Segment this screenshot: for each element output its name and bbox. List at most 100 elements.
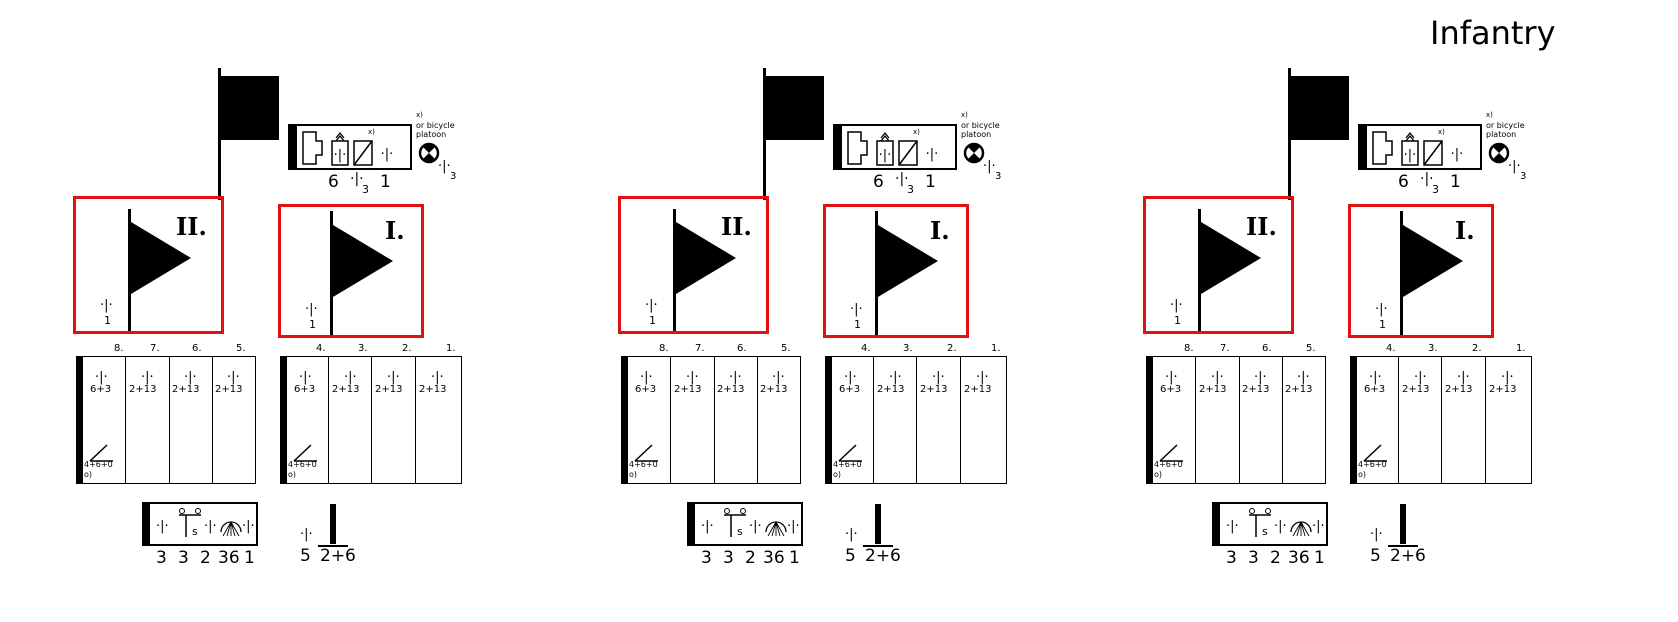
pioneer-left: 5 bbox=[300, 546, 311, 566]
support-box: ·|· s ·|· ·|· bbox=[1212, 502, 1328, 546]
hq-count-1: ·|· bbox=[895, 171, 909, 187]
bicycle-wheel-icon bbox=[418, 142, 440, 164]
company-divider bbox=[670, 357, 671, 483]
hq-count-2: 3 bbox=[907, 183, 914, 196]
company-note: o) bbox=[833, 470, 842, 479]
svg-text:·|·: ·|· bbox=[926, 147, 939, 162]
support-box-bar bbox=[144, 504, 150, 544]
hq-count-1: ·|· bbox=[350, 171, 364, 187]
support-count-2: 2 bbox=[1270, 548, 1281, 568]
company-strength: 6+3 bbox=[635, 384, 657, 395]
hq-note-x: x) bbox=[1486, 111, 1493, 119]
hq-staff-box: ·|· ·|· x) bbox=[1358, 124, 1482, 170]
hq-side-symbol: ·|· bbox=[438, 159, 451, 174]
battalion-ii-pennant bbox=[131, 222, 191, 294]
hq-note-bicycle: or bicycle bbox=[961, 121, 1000, 130]
hq-note-x: x) bbox=[961, 111, 968, 119]
battalion-ii-label: II. bbox=[1246, 212, 1277, 241]
company-strength: 6+3 bbox=[90, 384, 112, 395]
company-box-bar bbox=[622, 357, 628, 483]
hq-side-sub: 3 bbox=[450, 171, 457, 182]
company-symbol: ·|· bbox=[299, 370, 312, 385]
hq-side-symbol: ·|· bbox=[983, 159, 996, 174]
battalion-frame-ii: II. ·|· 1 bbox=[73, 196, 224, 334]
pioneer-icon bbox=[318, 504, 348, 547]
machine-gun-icon bbox=[1363, 444, 1387, 462]
regiment-flag-pole bbox=[218, 68, 221, 200]
company-box-left: ·|· 6+3 ·|· 2+13 ·|· 2+13 ·|· 2+13 4+6+0… bbox=[1146, 356, 1326, 484]
regiment-flag-banner bbox=[766, 76, 824, 140]
company-symbol: ·|· bbox=[889, 370, 902, 385]
company-divider bbox=[125, 357, 126, 483]
company-strength: 2+13 bbox=[172, 384, 200, 395]
regiment-flag-banner bbox=[1291, 76, 1349, 140]
hq-note-bicycle: or bicycle bbox=[416, 121, 455, 130]
hq-inner-note: x) bbox=[1438, 128, 1445, 136]
support-s-label: s bbox=[737, 525, 743, 538]
company-box-bar bbox=[77, 357, 83, 483]
company-note: o) bbox=[288, 470, 297, 479]
company-symbol: ·|· bbox=[729, 370, 742, 385]
battalion-i-pennant bbox=[1403, 225, 1463, 297]
company-divider bbox=[1485, 357, 1486, 483]
company-strength: 2+13 bbox=[1199, 384, 1227, 395]
company-strength: 2+13 bbox=[332, 384, 360, 395]
hq-note-bicycle: or bicycle bbox=[1486, 121, 1525, 130]
battalion-i-symbol: ·|· bbox=[1375, 302, 1388, 317]
hq-icons: ·|· ·|· bbox=[302, 131, 393, 166]
support-s-label: s bbox=[192, 525, 198, 538]
battalion-ii-pennant bbox=[1201, 222, 1261, 294]
support-count-1: 3 bbox=[723, 548, 734, 568]
hq-count-3: 1 bbox=[925, 172, 936, 192]
support-count-1: 3 bbox=[178, 548, 189, 568]
company-mg-strength: 4+6+0 bbox=[84, 460, 113, 469]
company-divider bbox=[714, 357, 715, 483]
hq-note-platoon: platoon bbox=[416, 130, 447, 139]
pioneer-icon bbox=[1388, 504, 1418, 547]
support-count-3: 36 bbox=[763, 548, 785, 568]
battalion-i-sub: 1 bbox=[854, 318, 861, 331]
hq-side-sub: 3 bbox=[1520, 171, 1527, 182]
hq-box-bar bbox=[1360, 126, 1367, 168]
company-symbol: ·|· bbox=[772, 370, 785, 385]
company-number: 6. bbox=[1262, 343, 1272, 354]
support-count-0: 3 bbox=[701, 548, 712, 568]
battalion-i-symbol: ·|· bbox=[850, 302, 863, 317]
battalion-frame-i: I. ·|· 1 bbox=[823, 204, 969, 338]
support-box: ·|· s ·|· ·|· bbox=[687, 502, 803, 546]
hq-box-bar bbox=[290, 126, 297, 168]
signal-icon bbox=[179, 508, 201, 537]
support-count-0: 3 bbox=[156, 548, 167, 568]
org-diagram-3: ·|· ·|· x) x) or bicycle platoon ·|· 3 6… bbox=[1110, 0, 1650, 622]
hq-note-platoon: platoon bbox=[1486, 130, 1517, 139]
company-symbol: ·|· bbox=[184, 370, 197, 385]
battalion-i-symbol: ·|· bbox=[305, 302, 318, 317]
hq-side-sub: 3 bbox=[995, 171, 1002, 182]
company-number: 1. bbox=[1516, 343, 1526, 354]
support-count-2: 2 bbox=[745, 548, 756, 568]
company-number: 8. bbox=[659, 343, 669, 354]
regiment-flag bbox=[218, 68, 282, 200]
hq-box-bar bbox=[835, 126, 842, 168]
company-strength: 6+3 bbox=[1364, 384, 1386, 395]
hq-staff-box: ·|· ·|· x) bbox=[288, 124, 412, 170]
company-box-right: ·|· 6+3 ·|· 2+13 ·|· 2+13 ·|· 2+13 4+6+0… bbox=[280, 356, 462, 484]
company-box-bar bbox=[1147, 357, 1153, 483]
hq-inner-note: x) bbox=[913, 128, 920, 136]
company-symbol: ·|· bbox=[344, 370, 357, 385]
company-note: o) bbox=[1154, 470, 1163, 479]
battalion-i-pole bbox=[330, 211, 333, 335]
page-title: Infantry bbox=[1430, 14, 1556, 52]
company-symbol: ·|· bbox=[227, 370, 240, 385]
battalion-ii-pennant bbox=[676, 222, 736, 294]
parachute-icon bbox=[765, 521, 787, 537]
company-note: o) bbox=[629, 470, 638, 479]
company-symbol: ·|· bbox=[1414, 370, 1427, 385]
battalion-i-sub: 1 bbox=[1379, 318, 1386, 331]
company-strength: 6+3 bbox=[1160, 384, 1182, 395]
pioneer-symbol: ·|· bbox=[300, 527, 313, 542]
pioneer-symbol: ·|· bbox=[1370, 527, 1383, 542]
company-divider bbox=[1441, 357, 1442, 483]
machine-gun-icon bbox=[838, 444, 862, 462]
battalion-i-pole bbox=[1400, 211, 1403, 335]
